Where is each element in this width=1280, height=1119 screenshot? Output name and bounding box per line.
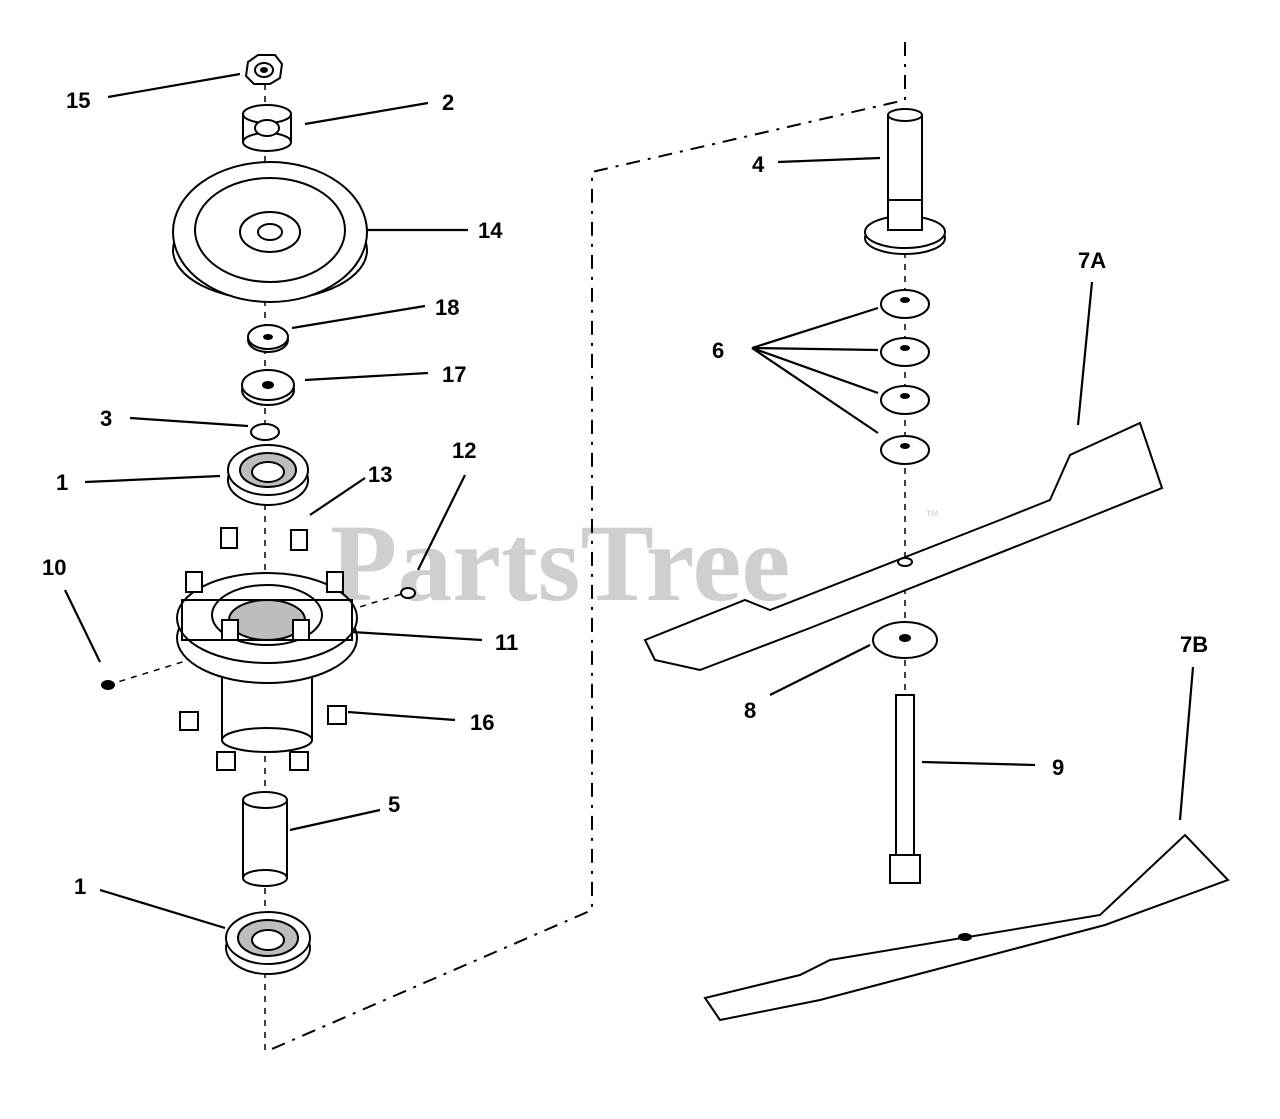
blade-hi-lift	[643, 421, 1164, 672]
blade-washer	[872, 621, 938, 659]
spindle-shaft	[864, 108, 946, 255]
callout-11: 11	[495, 630, 518, 655]
callout-1-top: 1	[56, 470, 68, 495]
plug	[101, 680, 115, 690]
hex-nut	[244, 54, 284, 85]
callout-10: 10	[42, 555, 66, 580]
callout-4: 4	[752, 152, 765, 177]
retaining-ring	[250, 423, 280, 441]
callout-2: 2	[442, 90, 454, 115]
callout-1-bottom: 1	[74, 874, 86, 899]
washer	[241, 369, 295, 406]
callout-16: 16	[470, 710, 494, 735]
watermark-text: PartsTree	[330, 502, 790, 624]
callout-15: 15	[66, 88, 90, 113]
callout-12: 12	[452, 438, 476, 463]
ball-bearing-bottom	[225, 911, 311, 975]
callout-5: 5	[388, 792, 400, 817]
blade-standard	[703, 833, 1230, 1022]
lock-nut	[179, 705, 347, 771]
spindle-housing	[176, 572, 358, 753]
callout-7A: 7A	[1078, 248, 1106, 273]
callout-18: 18	[435, 295, 459, 320]
callout-13: 13	[368, 462, 392, 487]
grease-fitting	[400, 587, 416, 599]
blade-bolt	[889, 694, 921, 884]
leader-lines	[64, 72, 1195, 930]
callout-3: 3	[100, 406, 112, 431]
assembly-boundary	[264, 42, 906, 1053]
mounting-bolt	[185, 527, 344, 641]
washer-small	[247, 324, 289, 353]
callout-17: 17	[442, 362, 466, 387]
callout-8: 8	[744, 698, 756, 723]
callout-7B: 7B	[1180, 632, 1208, 657]
watermark-trademark: ™	[925, 507, 939, 523]
bearing-spacer	[242, 104, 292, 152]
pulley	[172, 161, 368, 303]
spacer-tube	[242, 791, 288, 887]
shims	[880, 289, 930, 465]
ball-bearing-top	[227, 444, 309, 506]
callout-6: 6	[712, 338, 724, 363]
callout-9: 9	[1052, 755, 1064, 780]
callout-14: 14	[478, 218, 503, 243]
